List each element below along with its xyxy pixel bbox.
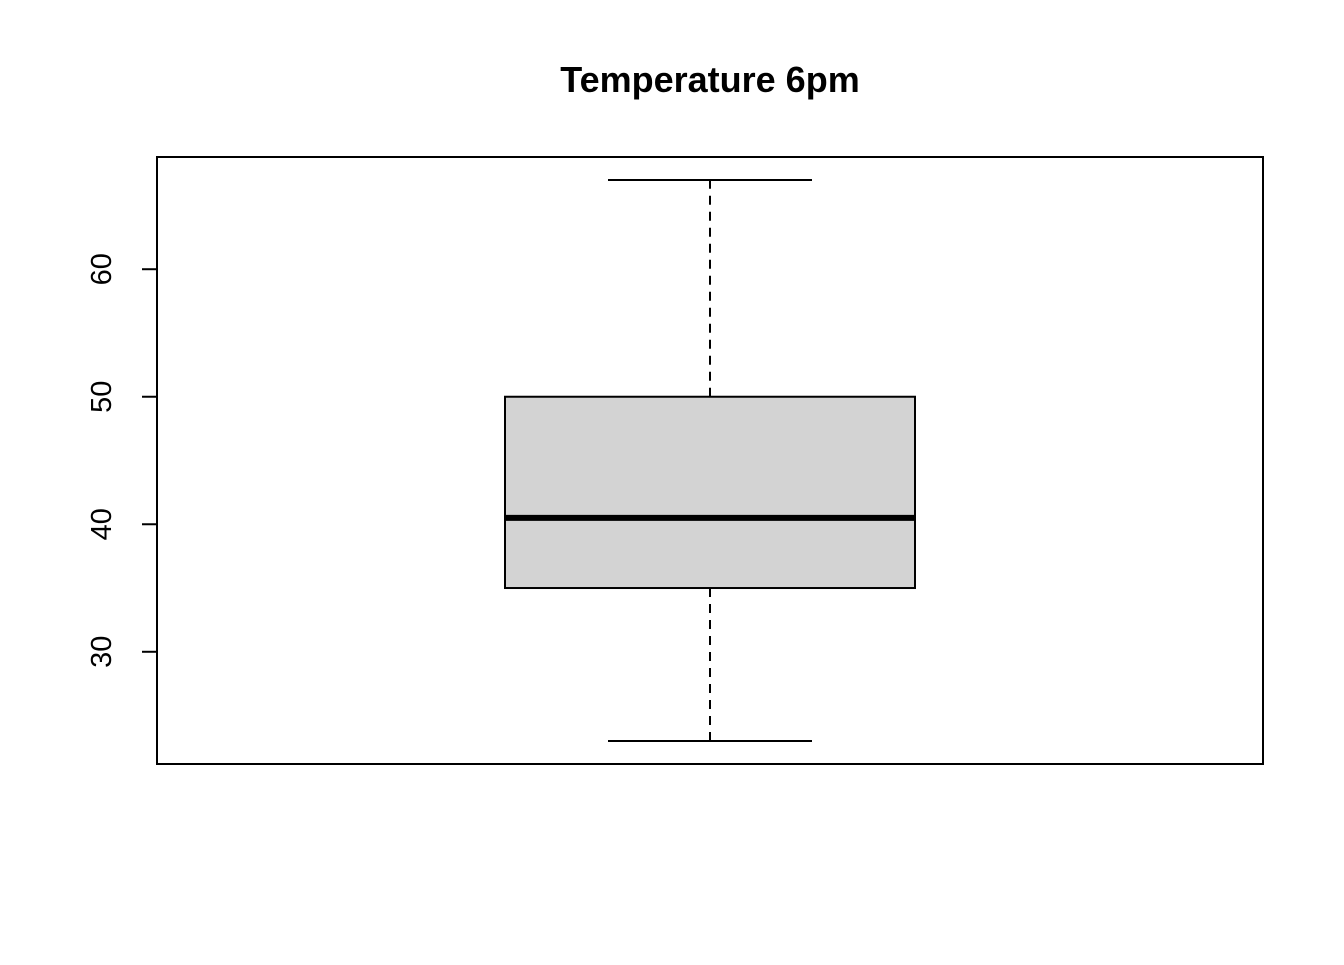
y-tick-label: 50 bbox=[86, 381, 118, 413]
chart-title: Temperature 6pm bbox=[560, 59, 859, 100]
iqr-box bbox=[504, 395, 916, 590]
y-tick-label: 40 bbox=[86, 508, 118, 540]
y-tick-label: 30 bbox=[86, 636, 118, 668]
y-tick-label: 60 bbox=[86, 253, 118, 285]
plot-area: 30 40 50 60 bbox=[86, 156, 1264, 765]
plot-frame bbox=[156, 156, 1264, 765]
